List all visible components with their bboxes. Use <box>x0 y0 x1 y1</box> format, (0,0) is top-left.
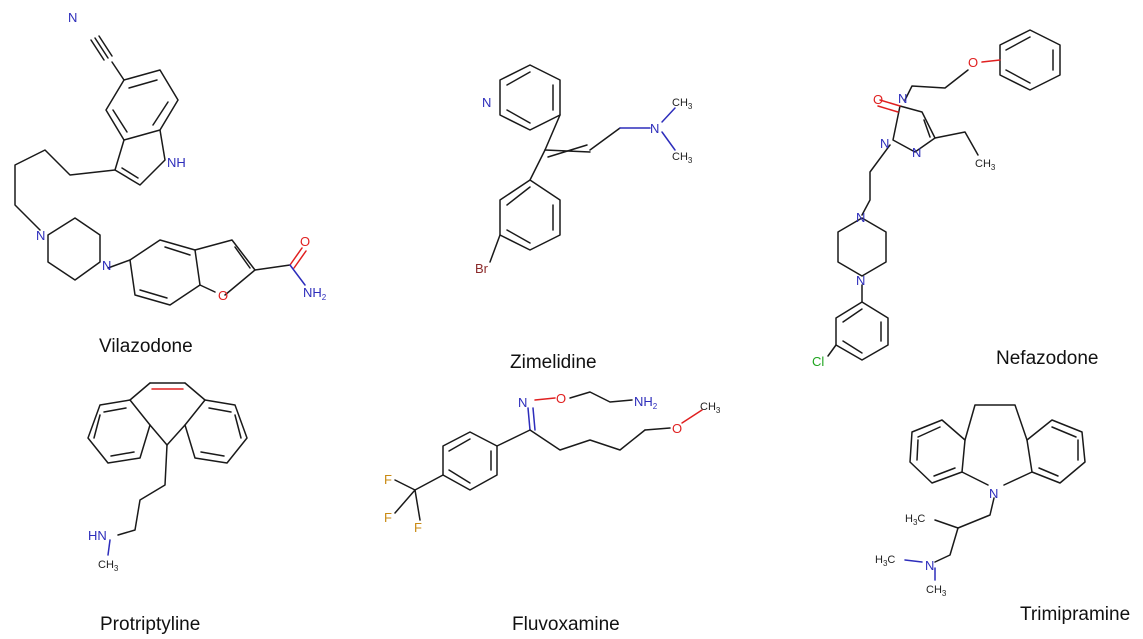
nitrile-bond <box>94 37 109 59</box>
zimelidine-pyridine-n: N <box>482 95 491 110</box>
fluvoxamine-fluorine-1: F <box>384 472 392 487</box>
vilazodone-nh: NH <box>167 155 186 170</box>
fluvoxamine-methyl: CH3 <box>700 401 721 415</box>
fluvoxamine-structure: N O NH2 O CH3 F F F <box>384 391 721 535</box>
vilazodone-carbonyl-o: O <box>300 234 310 249</box>
aminoethoxy-chain <box>569 391 633 403</box>
vilazodone-piperazine-n2: N <box>102 258 111 273</box>
trimipramine-structure: N H3C H3C N CH3 <box>875 404 1086 598</box>
zimelidine-amine-n: N <box>650 121 659 136</box>
nefazodone-carbonyl-o: O <box>873 92 883 107</box>
nefazodone-piperazine-n1: N <box>856 210 865 225</box>
vilazodone-nh2: NH2 <box>303 285 327 302</box>
protriptyline-hn: HN <box>88 528 107 543</box>
nefazodone-n2: N <box>912 145 921 160</box>
fluvoxamine-oxime-n: N <box>518 395 527 410</box>
fluvoxamine-fluorine-3: F <box>414 520 422 535</box>
nefazodone-chlorine: Cl <box>812 354 824 369</box>
fluvoxamine-oxime-o: O <box>556 391 566 406</box>
phenoxy-ring <box>999 29 1061 91</box>
indole-pyrrole-ring <box>114 129 166 186</box>
ethoxy-chain <box>904 69 969 101</box>
trimipramine-ring-n: N <box>989 486 998 501</box>
protriptyline-label: Protriptyline <box>100 614 201 635</box>
trimipramine-methyl-amine-left: H3C <box>875 554 895 568</box>
trimipramine-amine-n: N <box>925 558 934 573</box>
zimelidine-methyl-bottom: CH3 <box>672 151 693 165</box>
zimelidine-label: Zimelidine <box>510 352 597 373</box>
trimipramine-label: Trimipramine <box>1020 604 1131 625</box>
pyridine-ring <box>499 64 561 131</box>
nefazodone-n4: N <box>898 91 907 106</box>
vilazodone-furan-o: O <box>218 288 228 303</box>
ethyl-chain <box>934 131 979 156</box>
indole-benzene-ring <box>105 69 179 141</box>
nefazodone-label: Nefazodone <box>996 348 1099 369</box>
trimipramine-left-ring <box>909 419 966 484</box>
fluvoxamine-label: Fluvoxamine <box>512 614 620 635</box>
nefazodone-methyl: CH3 <box>975 158 996 172</box>
fluvoxamine-ether-o: O <box>672 421 682 436</box>
bromophenyl-ring <box>499 179 561 251</box>
isobutyl-chain <box>934 497 995 529</box>
nefazodone-ether-o: O <box>968 55 978 70</box>
propyl-amine-chain <box>117 444 168 536</box>
vilazodone-piperazine-n1: N <box>36 228 45 243</box>
nefazodone-piperazine-n2: N <box>856 273 865 288</box>
zimelidine-structure: N N CH3 CH3 Br <box>475 64 693 276</box>
chlorophenyl-ring <box>835 301 889 361</box>
fluvoxamine-fluorine-2: F <box>384 510 392 525</box>
benzofuran-benzene-ring <box>129 239 201 306</box>
ethylene-bridge-saturated <box>964 404 1028 441</box>
zimelidine-bromine: Br <box>475 261 489 276</box>
vilazodone-label: Vilazodone <box>99 336 193 357</box>
fluvoxamine-nh2: NH2 <box>634 394 658 411</box>
triazolone-ring <box>892 105 936 153</box>
vilazodone-structure: N NH N N O O NH2 <box>14 10 327 306</box>
vilazodone-nitrile-n: N <box>68 10 77 25</box>
piperazine-ring <box>47 217 101 281</box>
trimipramine-methyl-amine-bottom: CH3 <box>926 584 947 598</box>
fluvoxamine-phenyl-ring <box>442 431 498 491</box>
zimelidine-methyl-top: CH3 <box>672 97 693 111</box>
protriptyline-structure: HN CH3 <box>87 382 248 573</box>
methoxybutyl-chain <box>529 429 646 451</box>
nefazodone-n1: N <box>880 136 889 151</box>
furan-ring <box>194 239 256 296</box>
trimipramine-methyl-branch: H3C <box>905 513 925 527</box>
propyl-chain <box>861 144 891 216</box>
nefazodone-structure: O N N N O CH3 N N Cl <box>812 29 1061 369</box>
protriptyline-methyl: CH3 <box>98 559 119 573</box>
butyl-chain <box>14 149 116 231</box>
nefazodone-piperazine-ring <box>837 217 887 277</box>
